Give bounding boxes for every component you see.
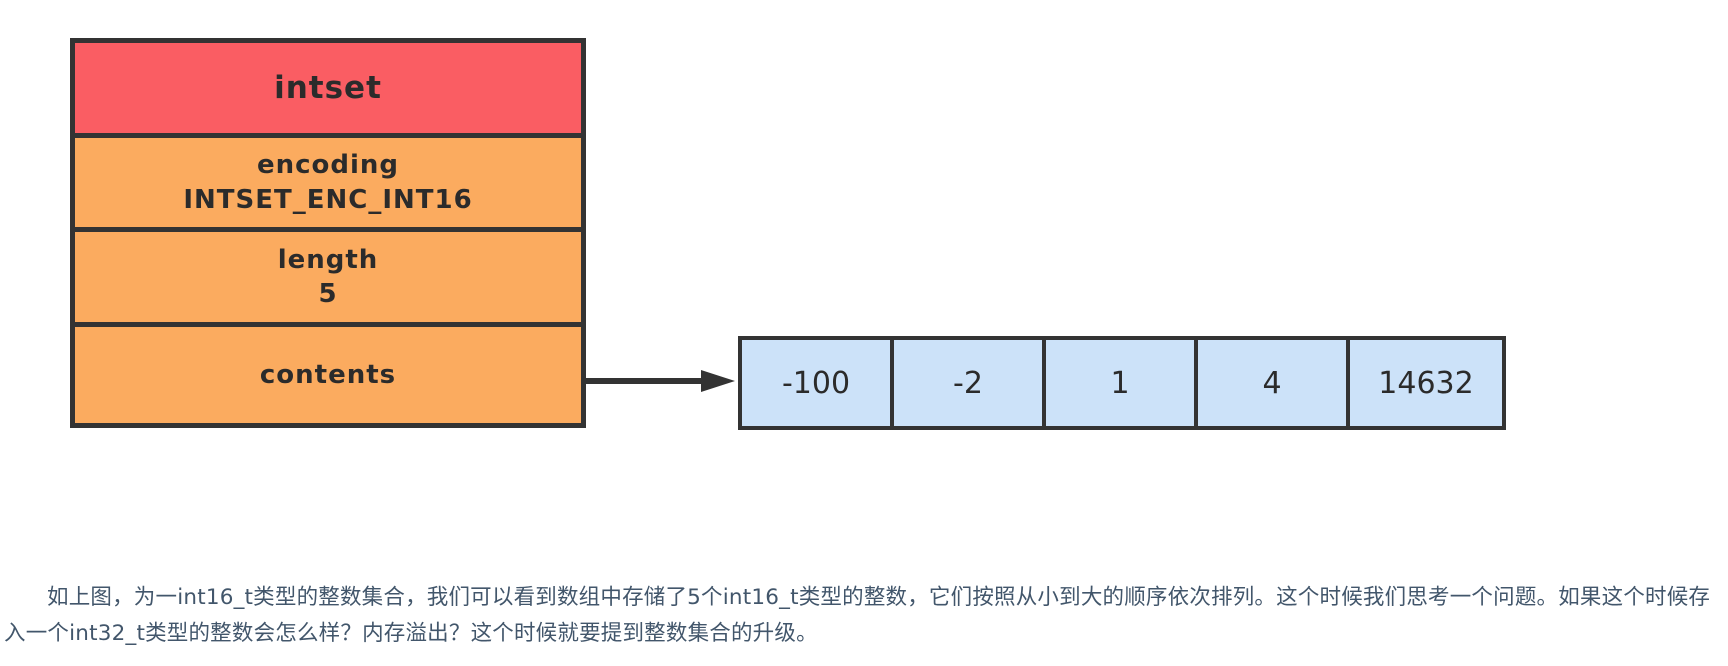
struct-field-encoding-name: encoding bbox=[256, 150, 400, 181]
array-cell: -2 bbox=[894, 340, 1046, 426]
array-cell: 14632 bbox=[1350, 340, 1502, 426]
struct-field-length: length 5 bbox=[75, 232, 581, 327]
caption: 如上图，为一int16_t类型的整数集合，我们可以看到数组中存储了5个int16… bbox=[0, 580, 1728, 652]
struct-field-length-value: 5 bbox=[318, 279, 338, 309]
contents-array: -100 -2 1 4 14632 bbox=[738, 336, 1506, 430]
array-cell: -100 bbox=[742, 340, 894, 426]
array-cell: 1 bbox=[1046, 340, 1198, 426]
struct-field-contents-name: contents bbox=[259, 360, 397, 390]
caption-paragraph: 如上图，为一int16_t类型的整数集合，我们可以看到数组中存储了5个int16… bbox=[4, 585, 1711, 646]
arrow-right-icon bbox=[583, 370, 735, 392]
intset-struct-box: intset encoding INTSET_ENC_INT16 length … bbox=[70, 38, 586, 428]
struct-field-encoding-value: INTSET_ENC_INT16 bbox=[183, 184, 473, 215]
struct-title-row: intset bbox=[75, 43, 581, 138]
array-cell: 4 bbox=[1198, 340, 1350, 426]
struct-field-contents: contents bbox=[75, 327, 581, 423]
struct-field-encoding: encoding INTSET_ENC_INT16 bbox=[75, 138, 581, 232]
struct-title-label: intset bbox=[274, 70, 382, 106]
struct-field-length-name: length bbox=[277, 244, 379, 275]
